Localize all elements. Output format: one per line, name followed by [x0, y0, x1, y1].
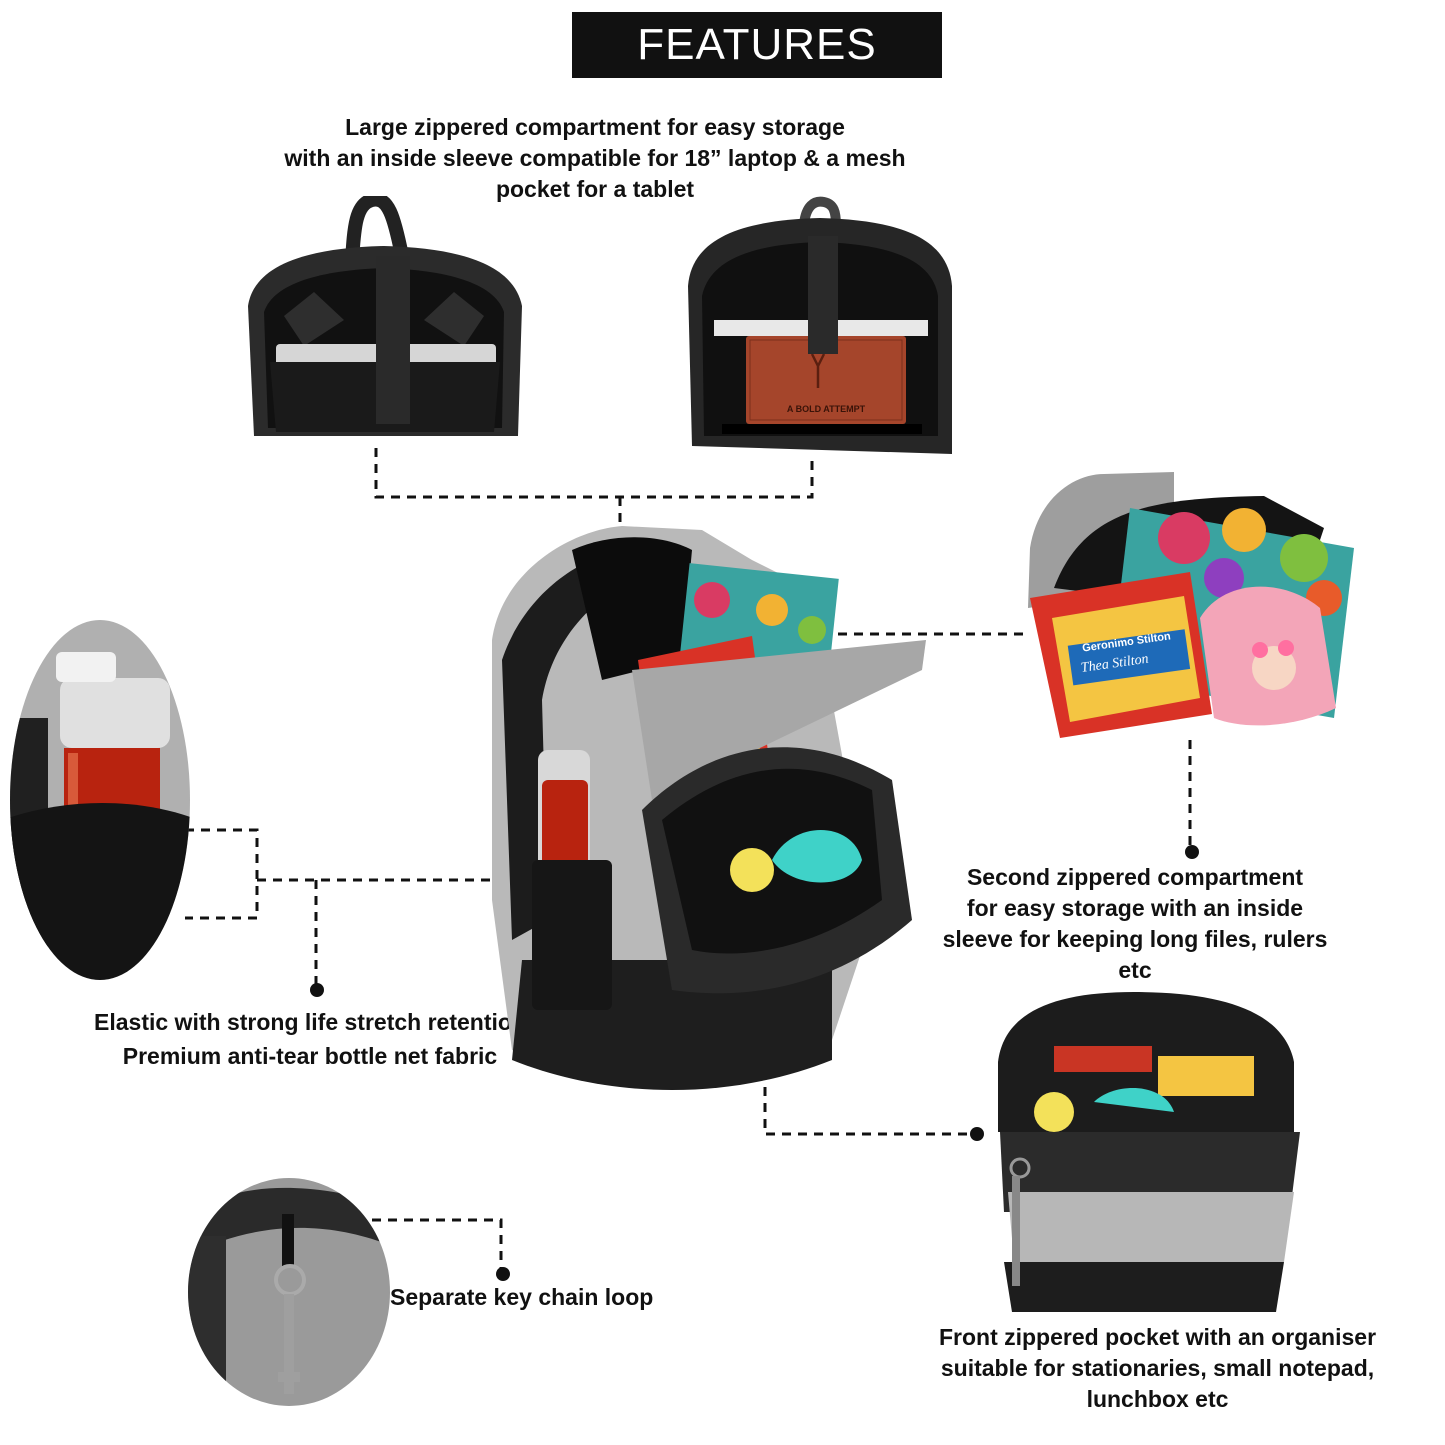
caption-line: pocket for a tablet	[495, 176, 695, 202]
caption-line: lunchbox etc	[1086, 1386, 1229, 1412]
key-loop-image	[188, 1178, 390, 1406]
caption-front-pocket: Front zippered pocket with an organiser …	[900, 1322, 1415, 1415]
connector-dot	[310, 983, 324, 997]
tablet-compartment-image: A BOLD ATTEMPT	[688, 196, 952, 454]
caption-key-loop: Separate key chain loop	[390, 1282, 700, 1313]
laptop-compartment-image	[248, 196, 522, 436]
backpack-main-image	[492, 526, 926, 1090]
caption-line: etc	[1118, 957, 1152, 983]
connector-dot	[1185, 845, 1199, 859]
connector-bottle-net	[185, 828, 492, 985]
front-pocket-image	[998, 992, 1300, 1312]
second-compartment-image: Geronimo Stilton Thea Stilton	[1028, 472, 1354, 738]
caption-main-compartment: Large zippered compartment for easy stor…	[240, 112, 950, 205]
caption-bottle-net: Elastic with strong life stretch retenti…	[50, 1005, 570, 1073]
connector-dot	[496, 1267, 510, 1281]
caption-line: Separate key chain loop	[390, 1284, 654, 1310]
caption-line: Front zippered pocket with an organiser	[938, 1324, 1377, 1350]
notebook-brand-text: A BOLD ATTEMPT	[787, 404, 866, 414]
caption-line: sleeve for keeping long files, rulers	[942, 926, 1328, 952]
caption-line: Large zippered compartment for easy stor…	[345, 114, 845, 140]
connector-second-compartment	[822, 632, 1192, 848]
bottle-pocket-image	[10, 620, 190, 980]
caption-line: Second zippered compartment	[966, 864, 1304, 890]
caption-line: suitable for stationaries, small notepad…	[940, 1355, 1375, 1381]
caption-second-compartment: Second zippered compartment for easy sto…	[900, 862, 1370, 986]
features-banner: FEATURES	[572, 12, 942, 78]
caption-line: Premium anti-tear bottle net fabric	[122, 1043, 498, 1069]
caption-line: Elastic with strong life stretch retenti…	[94, 1009, 526, 1035]
caption-line: with an inside sleeve compatible for 18”…	[284, 145, 906, 171]
connector-dot	[970, 1127, 984, 1141]
caption-line: for easy storage with an inside	[966, 895, 1304, 921]
banner-title: FEATURES	[637, 20, 877, 69]
